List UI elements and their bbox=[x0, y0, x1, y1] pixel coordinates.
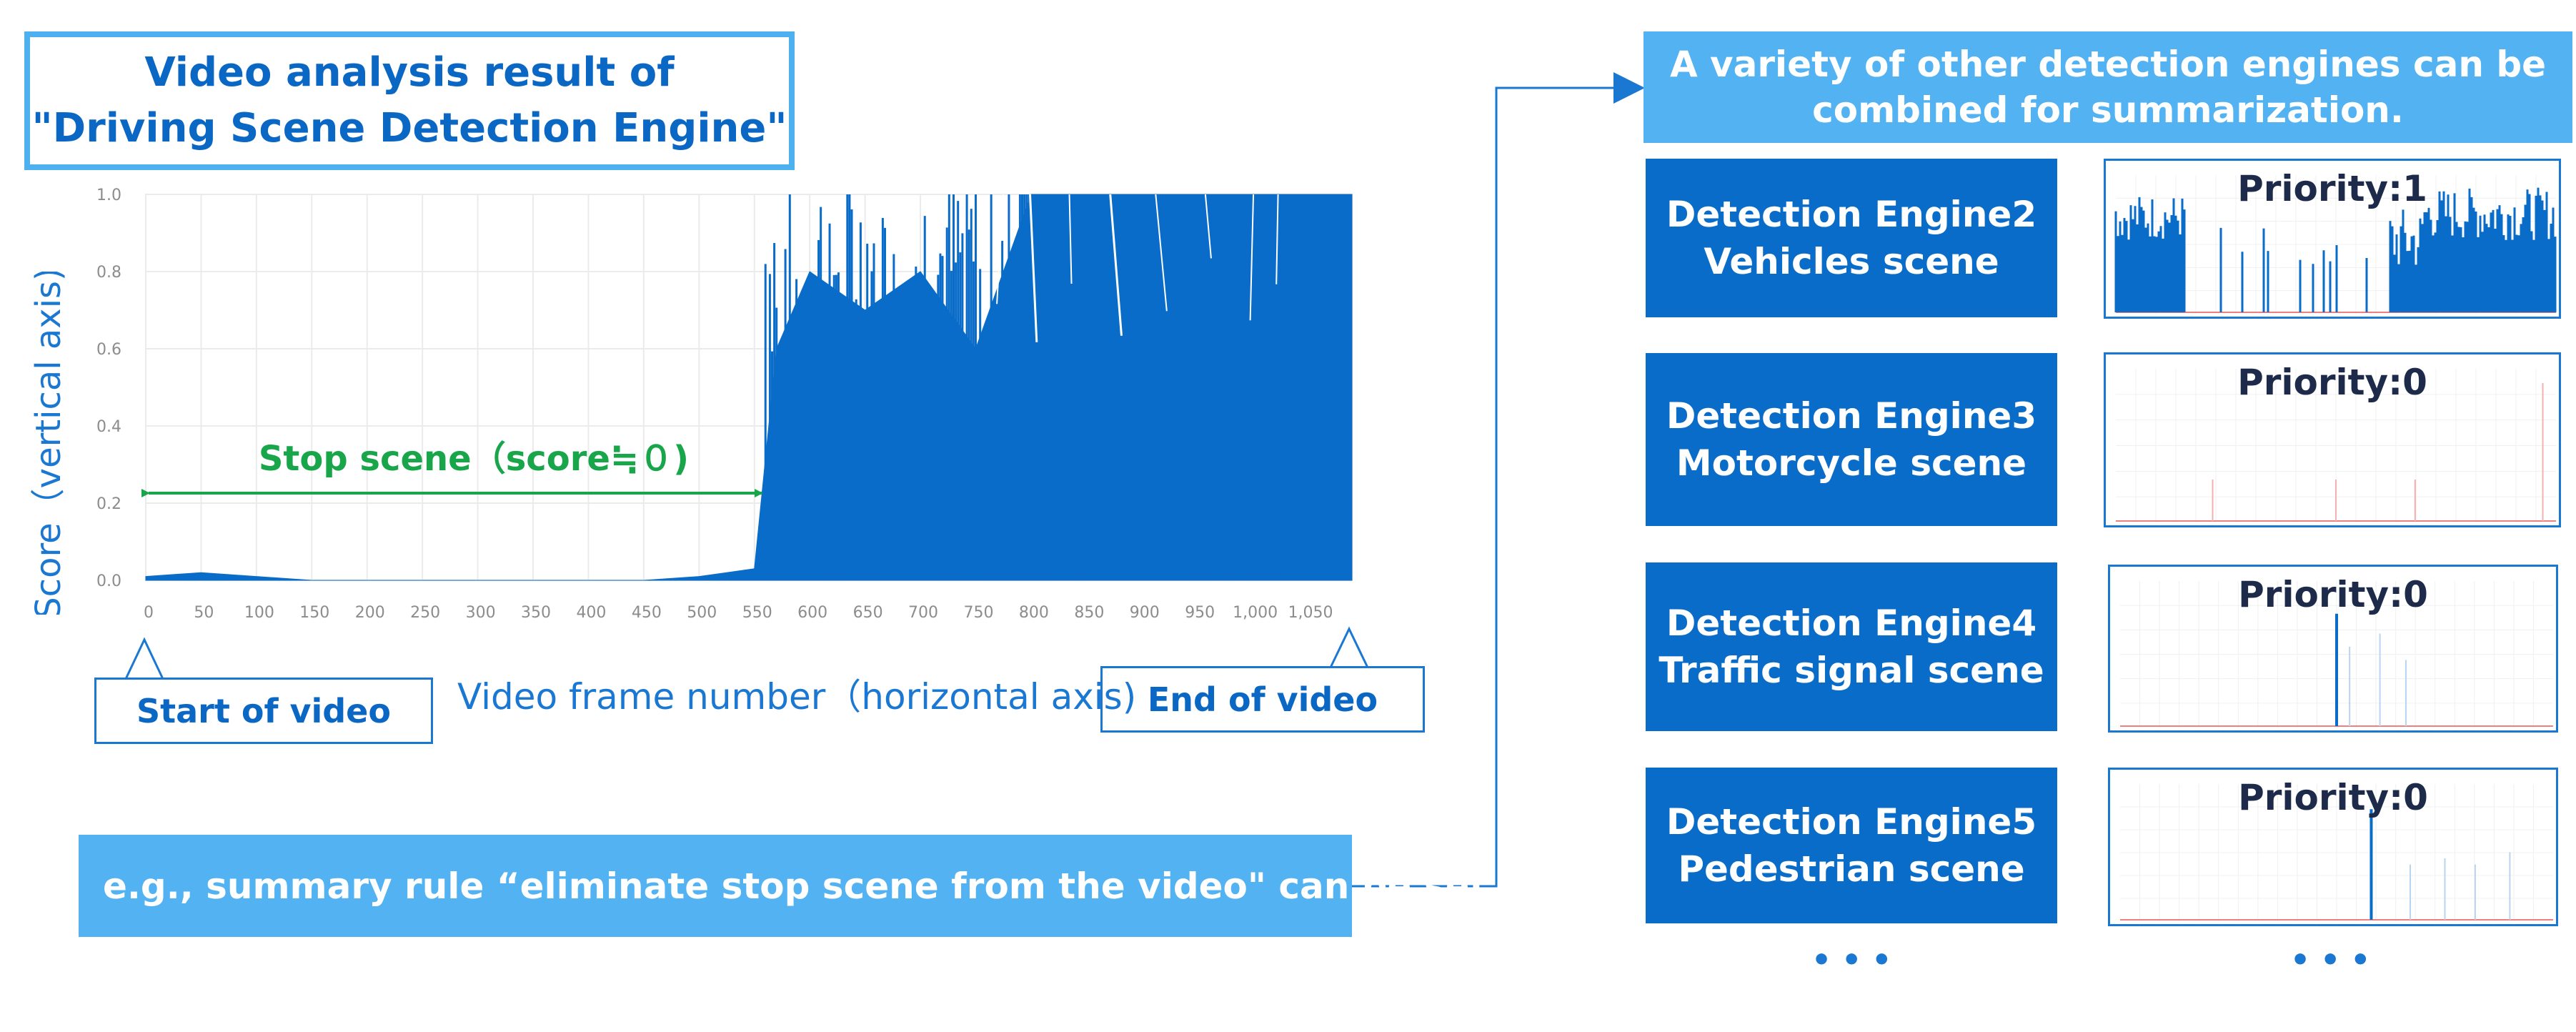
start-of-video-label: Start of video bbox=[136, 691, 391, 730]
y-tick-label: 0.4 bbox=[96, 418, 121, 436]
x-tick-label: 700 bbox=[908, 604, 938, 622]
x-tick-label: 0 bbox=[144, 604, 154, 622]
chart-title-line1: Video analysis result of bbox=[144, 49, 675, 96]
start-of-video-callout: Start of video bbox=[94, 678, 433, 744]
engine4-mini-chart: Priority:0 bbox=[2108, 565, 2558, 733]
engine4-scene: Traffic signal scene bbox=[1659, 650, 2044, 691]
x-tick-label: 100 bbox=[244, 604, 274, 622]
engine4-name: Detection Engine4 bbox=[1666, 602, 2037, 644]
engine2-box: Detection Engine2 Vehicles scene bbox=[1646, 159, 2057, 317]
score-gap bbox=[1249, 194, 1255, 321]
y-tick-label: 0.2 bbox=[96, 495, 121, 513]
engine5-mini-chart: Priority:0 bbox=[2108, 768, 2558, 926]
stop-scene-label: Stop scene（score≒０) bbox=[259, 439, 689, 479]
engine5-scene: Pedestrian scene bbox=[1678, 848, 2025, 890]
score-gap bbox=[1275, 194, 1279, 284]
score-gap bbox=[1109, 194, 1123, 336]
engine5-mini-chart-svg bbox=[2120, 784, 2553, 921]
x-tick-label: 150 bbox=[299, 604, 329, 622]
start-callout-tail bbox=[124, 637, 164, 680]
y-axis-title-svg: Score（vertical axis) bbox=[29, 272, 69, 615]
y-axis-title: Score（vertical axis) bbox=[29, 272, 69, 615]
engine3-name: Detection Engine3 bbox=[1666, 395, 2037, 437]
engine5-box: Detection Engine5 Pedestrian scene bbox=[1646, 768, 2057, 923]
x-tick-label: 650 bbox=[853, 604, 883, 622]
x-tick-label: 550 bbox=[742, 604, 772, 622]
engine4-box: Detection Engine4 Traffic signal scene bbox=[1646, 562, 2057, 731]
engine3-priority: Priority:0 bbox=[2237, 362, 2427, 403]
x-tick-label: 350 bbox=[521, 604, 551, 622]
x-tick-label: 300 bbox=[466, 604, 496, 622]
variety-line1: A variety of other detection engines can… bbox=[1669, 44, 2547, 85]
x-tick-label: 1,000 bbox=[1233, 604, 1278, 622]
x-tick-label: 600 bbox=[797, 604, 827, 622]
engine3-mini-chart: Priority:0 bbox=[2104, 352, 2561, 527]
engine2-name: Detection Engine2 bbox=[1666, 194, 2037, 235]
summary-connector-line bbox=[1352, 72, 1645, 888]
x-tick-label: 500 bbox=[687, 604, 717, 622]
y-tick-label: 1.0 bbox=[96, 187, 121, 204]
x-tick-label: 250 bbox=[410, 604, 440, 622]
x-tick-label: 750 bbox=[963, 604, 993, 622]
engine3-mini-chart-svg bbox=[2116, 369, 2556, 522]
x-tick-label: 50 bbox=[194, 604, 214, 622]
score-gap bbox=[1204, 194, 1212, 259]
score-gap bbox=[996, 194, 1004, 304]
y-tick-label: 0.0 bbox=[96, 572, 121, 590]
score-gap bbox=[1155, 194, 1168, 312]
engine3-scene: Motorcycle scene bbox=[1676, 442, 2027, 484]
engines-ellipsis: ••• bbox=[1811, 942, 1902, 978]
plot-area: 0.0 0.2 0.4 0.6 0.8 1.0 0 50 100 150 200 250 300 350 4… bbox=[96, 187, 1353, 622]
x-axis-title: Video frame number（horizontal axis) bbox=[457, 676, 1137, 718]
engine2-mini-chart: Priority:1 bbox=[2104, 159, 2561, 319]
x-tick-label: 850 bbox=[1074, 604, 1104, 622]
engine2-mini-chart-svg bbox=[2114, 175, 2557, 314]
engine2-priority: Priority:1 bbox=[2237, 168, 2427, 209]
summary-rule-box: e.g., summary rule “eliminate stop scene… bbox=[79, 835, 1500, 937]
end-of-video-label: End of video bbox=[1147, 680, 1378, 719]
y-tick-label: 0.8 bbox=[96, 264, 121, 282]
x-tick-label: 1,050 bbox=[1288, 604, 1333, 622]
x-tick-label: 200 bbox=[355, 604, 385, 622]
end-callout-tail bbox=[1329, 626, 1369, 668]
x-tick-label: 400 bbox=[576, 604, 606, 622]
score-gap bbox=[1068, 194, 1073, 284]
engine5-priority: Priority:0 bbox=[2238, 777, 2428, 818]
y-tick-label: 0.6 bbox=[96, 341, 121, 359]
chart-title-box: Video analysis result of "Driving Scene … bbox=[24, 31, 795, 170]
charts-ellipsis: ••• bbox=[2290, 942, 2381, 978]
x-tick-label: 950 bbox=[1185, 604, 1215, 622]
score-gap bbox=[1029, 194, 1038, 342]
engine5-name: Detection Engine5 bbox=[1666, 801, 2037, 843]
variety-box: A variety of other detection engines can… bbox=[1643, 31, 2572, 143]
end-of-video-callout: End of video bbox=[1100, 666, 1425, 733]
chart-title-line2: "Driving Scene Detection Engine" bbox=[31, 105, 787, 152]
engine4-priority: Priority:0 bbox=[2238, 574, 2428, 615]
variety-line2: combined for summarization. bbox=[1812, 89, 2404, 131]
summary-rule-text: e.g., summary rule “eliminate stop scene… bbox=[103, 865, 1501, 907]
x-tick-label: 900 bbox=[1130, 604, 1160, 622]
engine3-box: Detection Engine3 Motorcycle scene bbox=[1646, 353, 2057, 526]
engine2-scene: Vehicles scene bbox=[1704, 241, 1999, 282]
x-tick-label: 800 bbox=[1019, 604, 1049, 622]
engine4-mini-chart-svg bbox=[2120, 581, 2553, 728]
x-tick-label: 450 bbox=[632, 604, 662, 622]
